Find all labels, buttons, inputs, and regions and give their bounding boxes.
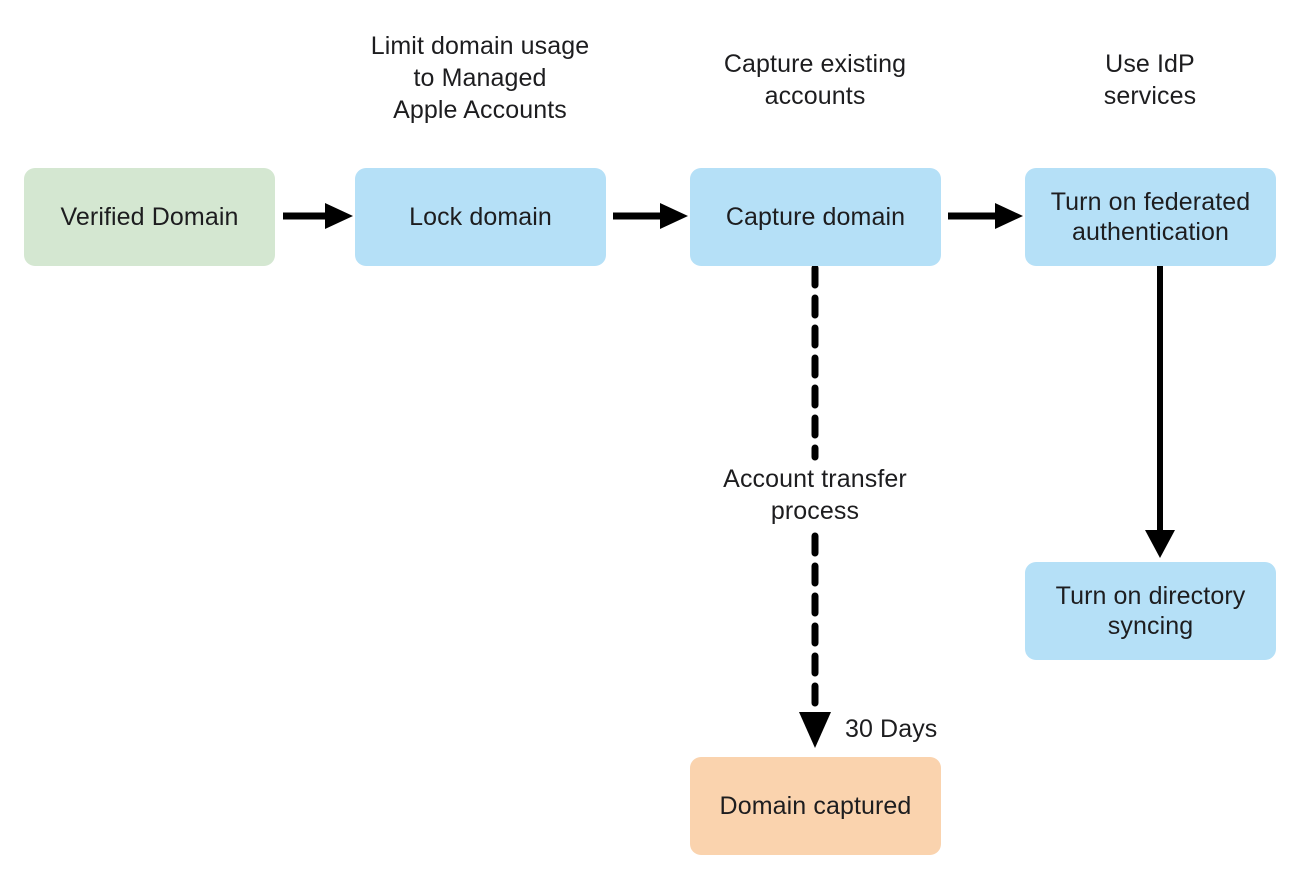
node-capture-domain[interactable]: Capture domain xyxy=(690,168,941,266)
edge-lock-to-capture xyxy=(613,203,688,229)
node-lock-domain[interactable]: Lock domain xyxy=(355,168,606,266)
edge-verified-to-lock xyxy=(283,203,353,229)
edge-federated-to-syncing xyxy=(1145,265,1175,558)
edge-capture-to-federated xyxy=(948,203,1023,229)
node-domain-captured[interactable]: Domain captured xyxy=(690,757,941,855)
node-verified-domain[interactable]: Verified Domain xyxy=(24,168,275,266)
edge-label-30-days: 30 Days xyxy=(845,715,938,743)
